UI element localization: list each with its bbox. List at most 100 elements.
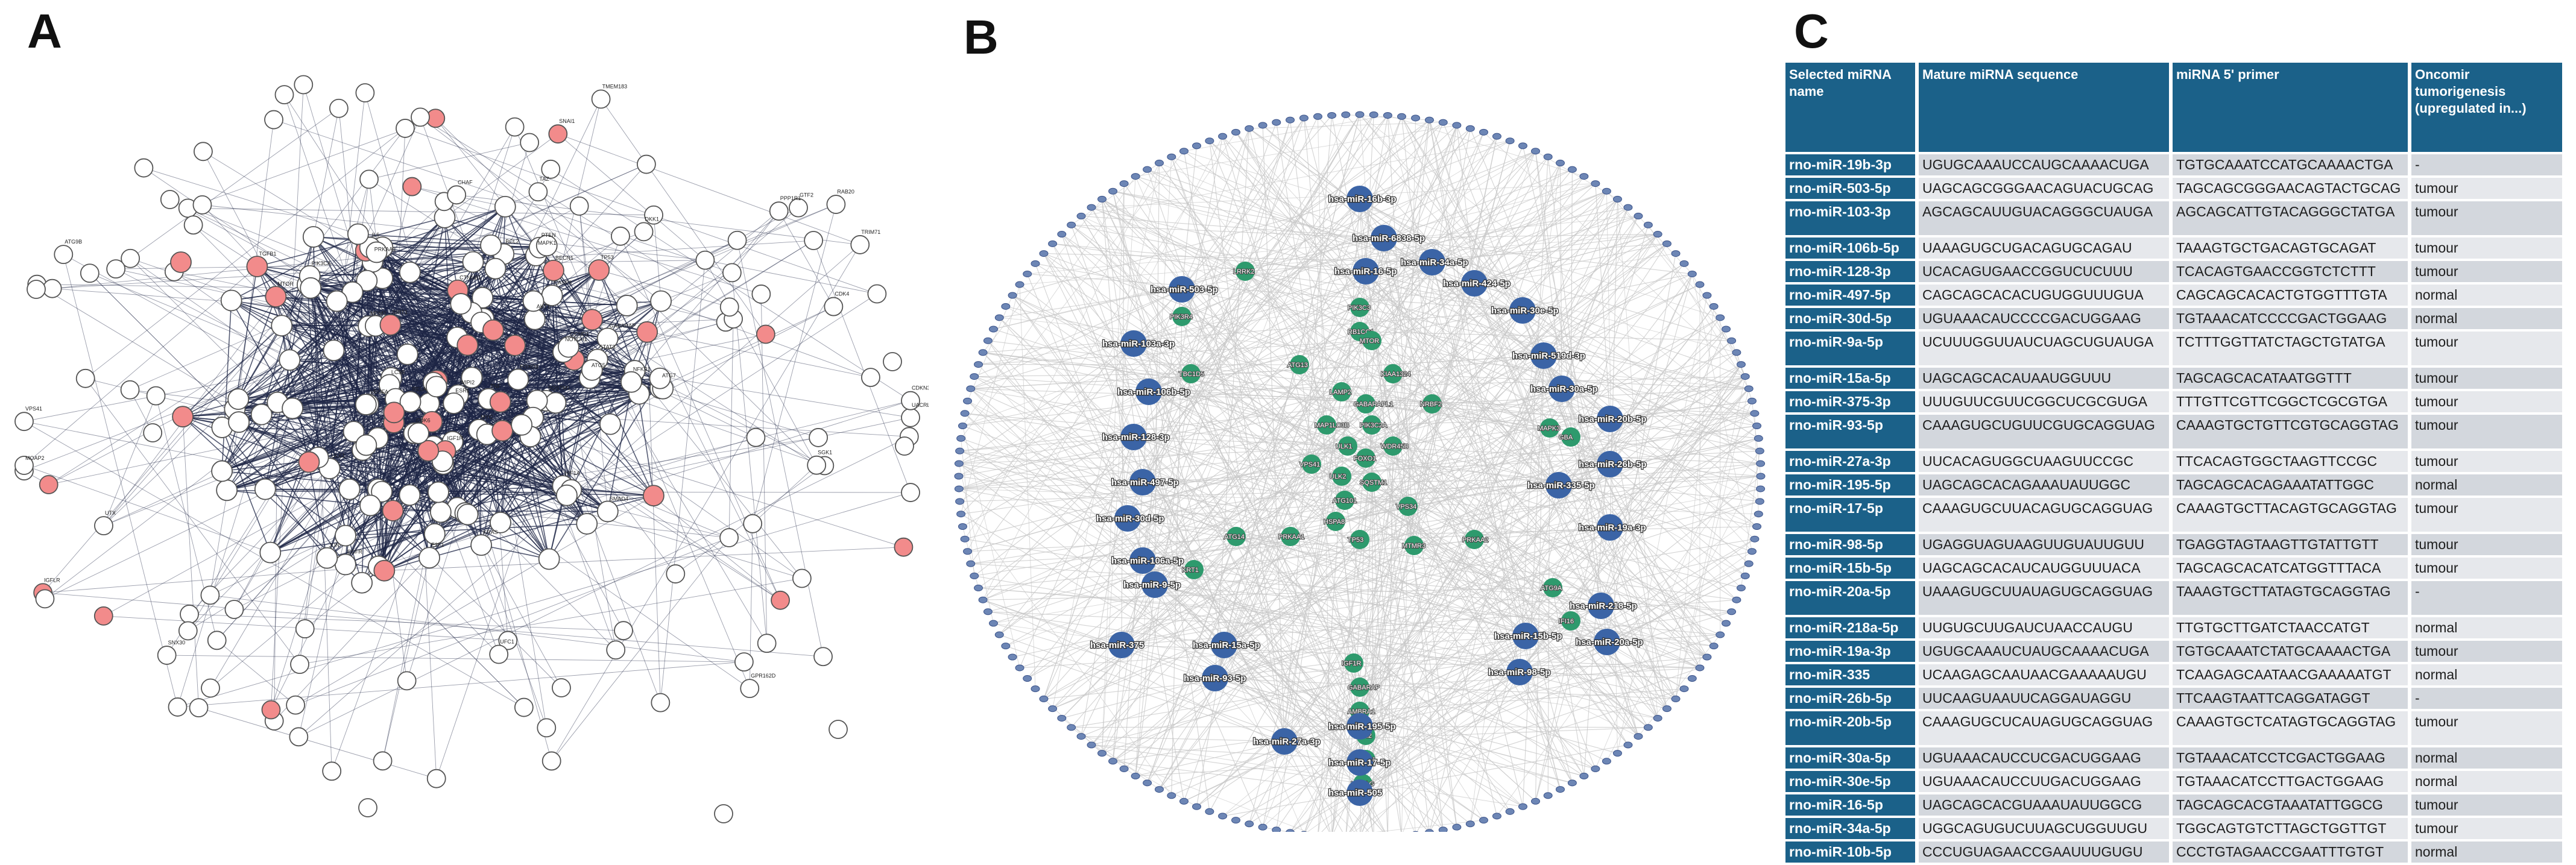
ring-node xyxy=(1087,742,1096,748)
ring-node xyxy=(1167,154,1176,160)
ppi-node xyxy=(190,699,208,717)
ppi-node xyxy=(901,409,920,427)
ppi-node xyxy=(161,190,179,209)
ring-node xyxy=(979,350,987,356)
mature-sequence-cell: UGUGCAAAUCCAUGCAAAACUGA xyxy=(1919,154,2169,175)
mirna-name-cell: rno-miR-93-5p xyxy=(1785,415,1915,448)
ppi-node-highlighted xyxy=(582,309,602,330)
ppi-node xyxy=(179,622,197,640)
ppi-node-label: SGK1 xyxy=(818,450,832,456)
ring-node xyxy=(1716,632,1725,638)
ring-node xyxy=(1245,821,1254,827)
ppi-node xyxy=(542,285,563,306)
mature-sequence-cell: UAAAGUGCUUAUAGUGCAGGUAG xyxy=(1919,581,2169,615)
ring-node xyxy=(1120,181,1128,187)
mirna-node-label: hsa-miR-128-3p xyxy=(1102,432,1170,442)
oncomir-cell: normal xyxy=(2411,474,2562,495)
ppi-node-label: ATG9B xyxy=(65,239,82,245)
mirna-name-cell: rno-miR-30d-5p xyxy=(1785,308,1915,329)
gene-node-label: PRKAA2 xyxy=(1462,536,1488,544)
mature-sequence-cell: UGGCAGUGUCUUAGCUGGUUGU xyxy=(1919,818,2169,839)
network-edge xyxy=(968,163,1160,551)
ring-node xyxy=(955,473,963,479)
ring-node xyxy=(1058,715,1066,721)
ppi-node xyxy=(348,224,368,244)
gene-node-label: ULK2 xyxy=(1330,473,1346,480)
ring-node xyxy=(1077,734,1085,740)
ring-node xyxy=(1258,122,1267,128)
ppi-node xyxy=(121,381,139,399)
mirna-node-label: hsa-miR-15a-5p xyxy=(1193,640,1260,650)
ring-node xyxy=(1439,827,1447,832)
ppi-node-label: GABARAP xyxy=(610,323,636,329)
ppi-node xyxy=(520,133,538,151)
ppi-edge xyxy=(43,593,823,656)
ring-node xyxy=(1398,113,1406,119)
ppi-node-label: STAT3 xyxy=(599,344,616,350)
mature-sequence-cell: CAGCAGCACACUGUGGUUUGUA xyxy=(1919,285,2169,306)
ppi-node-label: ATG7 xyxy=(662,373,676,379)
ppi-node xyxy=(396,119,414,137)
ppi-node xyxy=(827,195,845,213)
ppi-node xyxy=(696,251,714,269)
mature-sequence-cell: UUCACAGUGGCUAAGUUCCGC xyxy=(1919,451,2169,472)
primer-cell: TAAAGTGCTGACAGTGCAGAT xyxy=(2173,237,2408,259)
ring-node xyxy=(1479,129,1488,135)
ppi-node-label: TMEM183 xyxy=(602,83,628,89)
ppi-node xyxy=(495,197,516,217)
ppi-node xyxy=(399,485,420,505)
ppi-node-highlighted xyxy=(589,260,609,280)
mirna-name-cell: rno-miR-27a-3p xyxy=(1785,451,1915,472)
gene-node-label: WDR45B xyxy=(1381,443,1409,450)
ppi-node-highlighted xyxy=(384,402,404,423)
oncomir-cell: tumour xyxy=(2411,794,2562,816)
ppi-node-label: BCL2 xyxy=(505,238,519,244)
ppi-node-label: MAPK1 xyxy=(538,240,557,246)
ring-node xyxy=(1049,706,1057,712)
mirna-table: Selected miRNA name Mature miRNA sequenc… xyxy=(1782,60,2566,865)
ppi-node xyxy=(529,183,547,201)
mirna-node-label: hsa-miR-106a-5p xyxy=(1111,556,1184,566)
ring-node xyxy=(1580,174,1588,180)
ring-node xyxy=(1613,750,1621,756)
oncomir-cell: - xyxy=(2411,581,2562,615)
ppi-node xyxy=(447,186,466,204)
ppi-node xyxy=(807,456,826,474)
ppi-node xyxy=(27,280,45,298)
ppi-node-highlighted xyxy=(265,286,286,307)
oncomir-cell: tumour xyxy=(2411,711,2562,745)
ppi-node xyxy=(323,762,341,780)
ring-node xyxy=(1732,350,1741,356)
ring-node xyxy=(958,524,967,530)
mirna-node-label: hsa-miR-497-5p xyxy=(1111,477,1179,488)
primer-cell: TGGCAGTGTCTTAGCTGGTTGT xyxy=(2173,818,2408,839)
mirna-name-cell: rno-miR-335 xyxy=(1785,664,1915,685)
ppi-node xyxy=(229,412,249,432)
ppi-node-label: CDK6 xyxy=(416,418,431,424)
oncomir-cell: normal xyxy=(2411,285,2562,306)
primer-cell: AGCAGCATTGTACAGGGCTATGA xyxy=(2173,201,2408,235)
primer-cell: TAGCAGCACATCATGGTTTACA xyxy=(2173,558,2408,579)
ring-node xyxy=(1067,725,1076,731)
ring-node xyxy=(979,597,987,603)
ring-node xyxy=(1272,119,1281,125)
ppi-node-highlighted xyxy=(643,485,664,506)
ring-node xyxy=(1040,696,1048,702)
mirna-node-label: hsa-miR-195-5p xyxy=(1328,722,1396,732)
ppi-edge xyxy=(369,142,529,179)
gene-node-label: PIK3R4 xyxy=(1170,313,1193,321)
ring-node xyxy=(1232,129,1240,135)
ppi-node-label: MOAP2 xyxy=(25,455,45,461)
gene-node-label: MTMR3 xyxy=(1402,543,1425,550)
mirna-node-label: hsa-miR-424-5p xyxy=(1443,278,1511,289)
ppi-node xyxy=(723,263,741,282)
gene-node-label: VPS41 xyxy=(1299,461,1320,468)
primer-cell: TCTTTGGTTATCTAGCTGTATGA xyxy=(2173,332,2408,365)
